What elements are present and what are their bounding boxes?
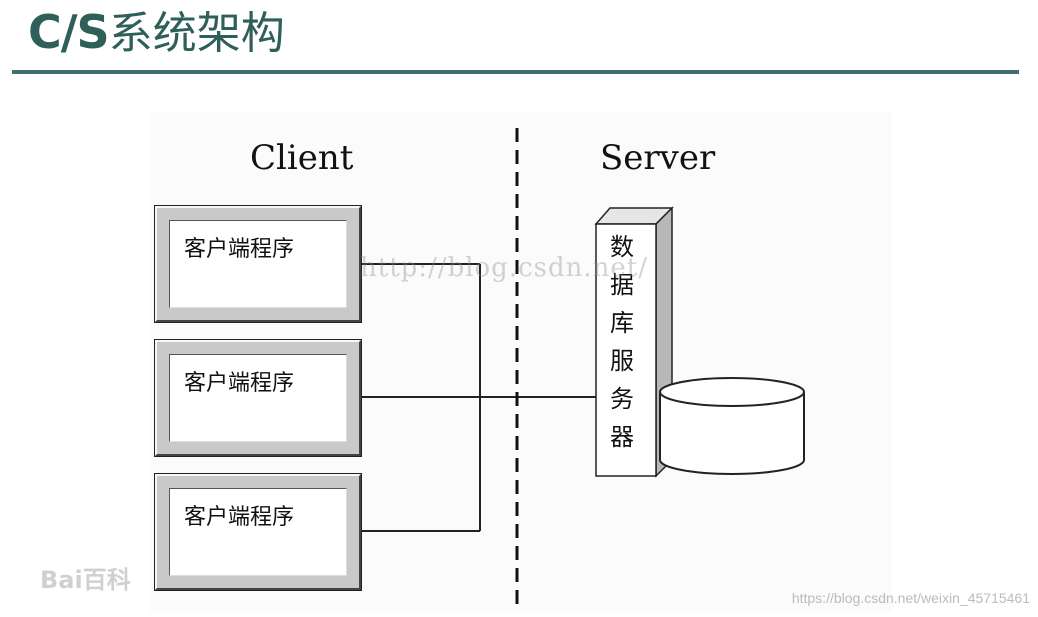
server-tower <box>594 206 674 478</box>
connection-lines <box>360 263 596 532</box>
client-program-inner: 客户端程序 <box>169 488 347 576</box>
client-program-box: 客户端程序 <box>154 473 362 591</box>
title-latin: C/S <box>28 5 110 59</box>
client-program-box: 客户端程序 <box>154 205 362 323</box>
baidu-watermark: Bai百科 <box>40 566 131 594</box>
server-heading: Server <box>600 138 716 178</box>
client-program-label: 客户端程序 <box>184 505 295 530</box>
client-program-box: 客户端程序 <box>154 339 362 457</box>
client-program-inner: 客户端程序 <box>169 220 347 308</box>
client-program-label: 客户端程序 <box>184 237 295 262</box>
client-program-label: 客户端程序 <box>184 371 295 396</box>
database-server-label: 数据库服务器 <box>610 233 634 451</box>
csdn-watermark: https://blog.csdn.net/weixin_45715461 <box>791 590 1030 606</box>
database-cylinder-icon <box>659 377 805 475</box>
client-heading: Client <box>250 138 354 178</box>
url-watermark: http://blog.csdn.net/ <box>360 253 648 283</box>
title-cjk: 系统架构 <box>108 8 285 59</box>
page-title: C/S系统架构 <box>28 2 285 62</box>
server-tower-front <box>595 223 657 477</box>
title-divider <box>12 70 1019 74</box>
client-program-inner: 客户端程序 <box>169 354 347 442</box>
